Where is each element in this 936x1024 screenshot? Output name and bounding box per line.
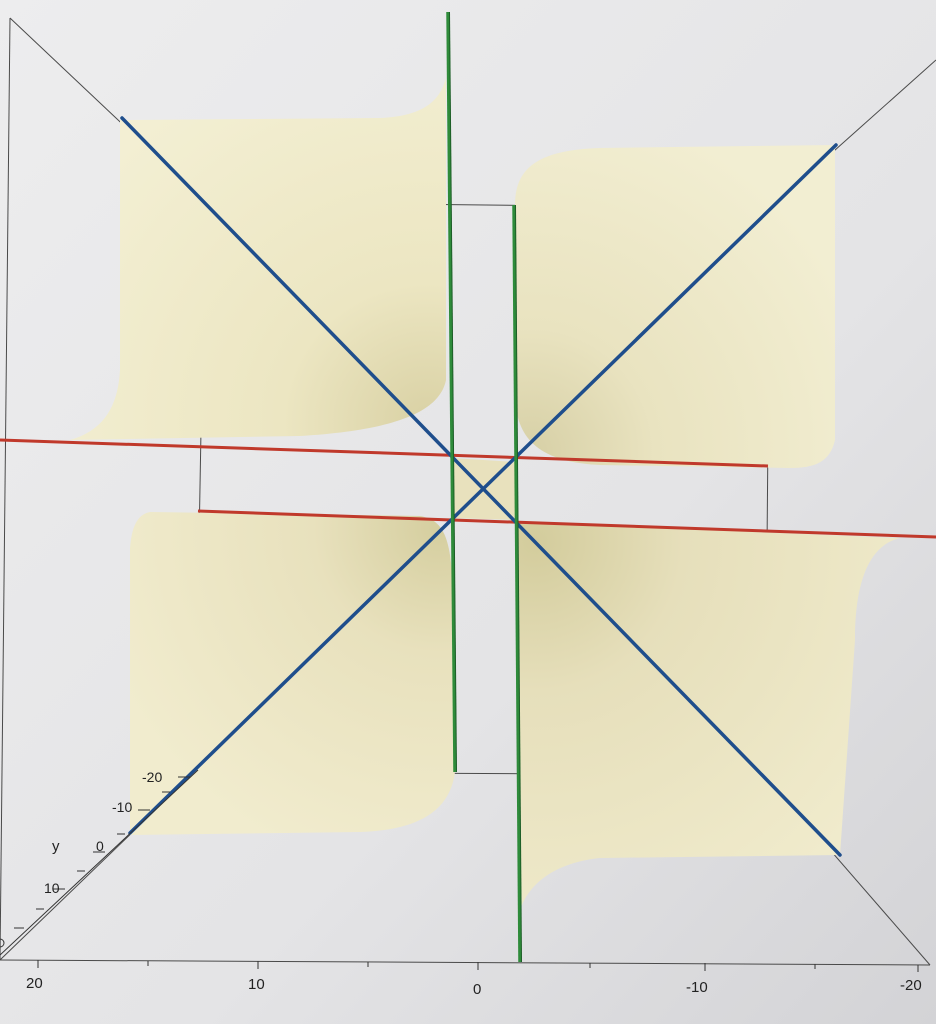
green-line-right [512,204,522,963]
y-tick-label-neg20: -20 [142,769,162,785]
y-tick-label-neg10: -10 [112,799,132,815]
y-axis-line [0,769,199,956]
green-line-highlights [449,11,522,963]
red-line-upper [0,438,769,468]
y-axis [0,769,199,956]
blue-line-ascending [128,143,838,835]
red-line-lower [197,509,936,539]
green-lines [446,11,522,963]
y-tick-label-0: 0 [96,838,104,854]
corner-mark [0,938,5,948]
x-tick-label-10: 10 [248,976,265,993]
box-edge-left [0,17,11,961]
red-lines [0,438,936,539]
x-tick-label-neg20: -20 [900,977,922,994]
x-tick-label-neg10: -10 [686,979,708,996]
green-line-left [446,11,457,773]
blue-lines [120,116,842,857]
blue-line-descending [120,116,842,857]
x-axis-ticks [37,960,919,972]
y-axis-label: y [52,838,60,855]
box-edge-bottom [0,959,931,966]
x-tick-label-0: 0 [473,981,481,998]
y-tick-label-10: 10 [44,880,60,896]
x-tick-label-20: 20 [26,975,43,992]
